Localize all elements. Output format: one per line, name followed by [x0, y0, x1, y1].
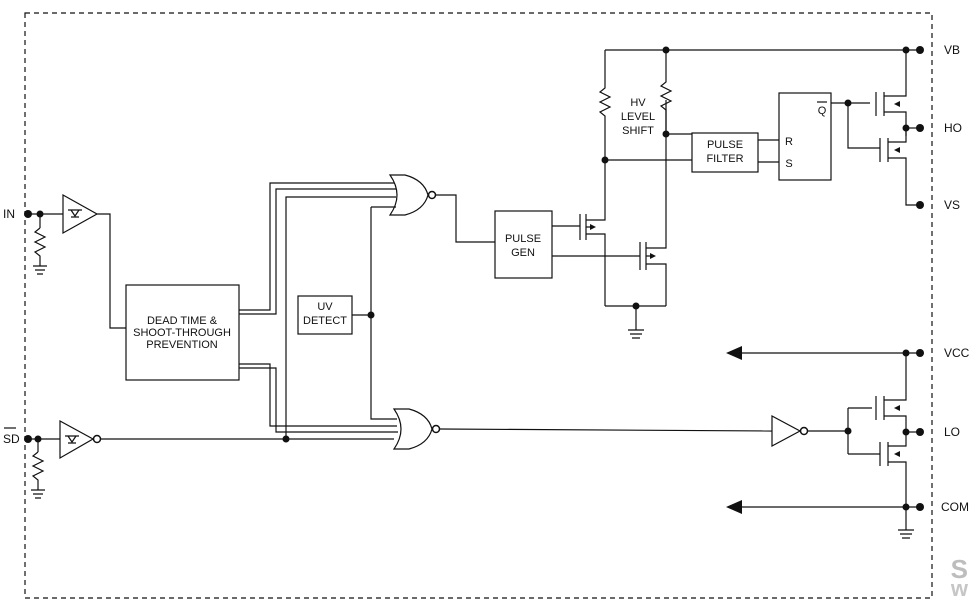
pulse-filter-label-1: PULSE [707, 139, 743, 151]
low-side-inverter [771, 414, 809, 448]
uv-detect-label-2: DETECT [303, 315, 347, 327]
wires [28, 49, 920, 539]
pin-vcc-label: VCC [944, 346, 970, 360]
sd-buffer [59, 419, 102, 460]
pin-ho-label: HO [944, 121, 962, 135]
pulse-filter-label-2: FILTER [706, 153, 743, 165]
pin-lo-label: LO [944, 425, 960, 439]
watermark-line-1: S [950, 554, 969, 584]
watermark: S w [744, 554, 969, 606]
watermark-line-2: w [950, 576, 969, 601]
rs-latch-block: Q R S [778, 92, 832, 181]
latch-r-label: R [785, 136, 793, 148]
pin-terminals [24, 46, 924, 511]
latch-q-label: Q [818, 105, 827, 117]
pin-com-label: COM [941, 500, 969, 514]
lower-nor-gate [392, 408, 441, 450]
com-arrow-icon [726, 500, 742, 514]
hv-label-3: SHIFT [622, 125, 654, 137]
dead-time-label-3: PREVENTION [146, 339, 218, 351]
chip-outline [24, 12, 933, 599]
hv-label-1: HV [630, 97, 646, 109]
dead-time-block: DEAD TIME & SHOOT-THROUGH PREVENTION [125, 284, 240, 381]
uv-detect-block: UV DETECT [297, 295, 353, 335]
in-buffer [62, 193, 99, 235]
pin-vb-label: VB [944, 43, 960, 57]
hv-level-shift-label: HV LEVEL SHIFT [621, 97, 655, 137]
pulse-gen-label-1: PULSE [505, 233, 541, 245]
pulse-filter-block: PULSE FILTER [691, 132, 759, 173]
dead-time-label-2: SHOOT-THROUGH [133, 327, 231, 339]
pin-sd-label: SD [3, 432, 20, 446]
vcc-arrow-icon [726, 346, 742, 360]
pin-in-label: IN [3, 207, 15, 221]
pulse-gen-label-2: GEN [511, 247, 535, 259]
dead-time-label-1: DEAD TIME & [147, 315, 218, 327]
latch-s-label: S [785, 158, 792, 170]
pin-vs-label: VS [944, 198, 960, 212]
pulse-gen-block: PULSE GEN [494, 210, 553, 279]
junction-dots [34, 46, 910, 511]
uv-detect-label-1: UV [317, 301, 333, 313]
hv-label-2: LEVEL [621, 111, 655, 123]
upper-nor-gate [388, 174, 437, 216]
